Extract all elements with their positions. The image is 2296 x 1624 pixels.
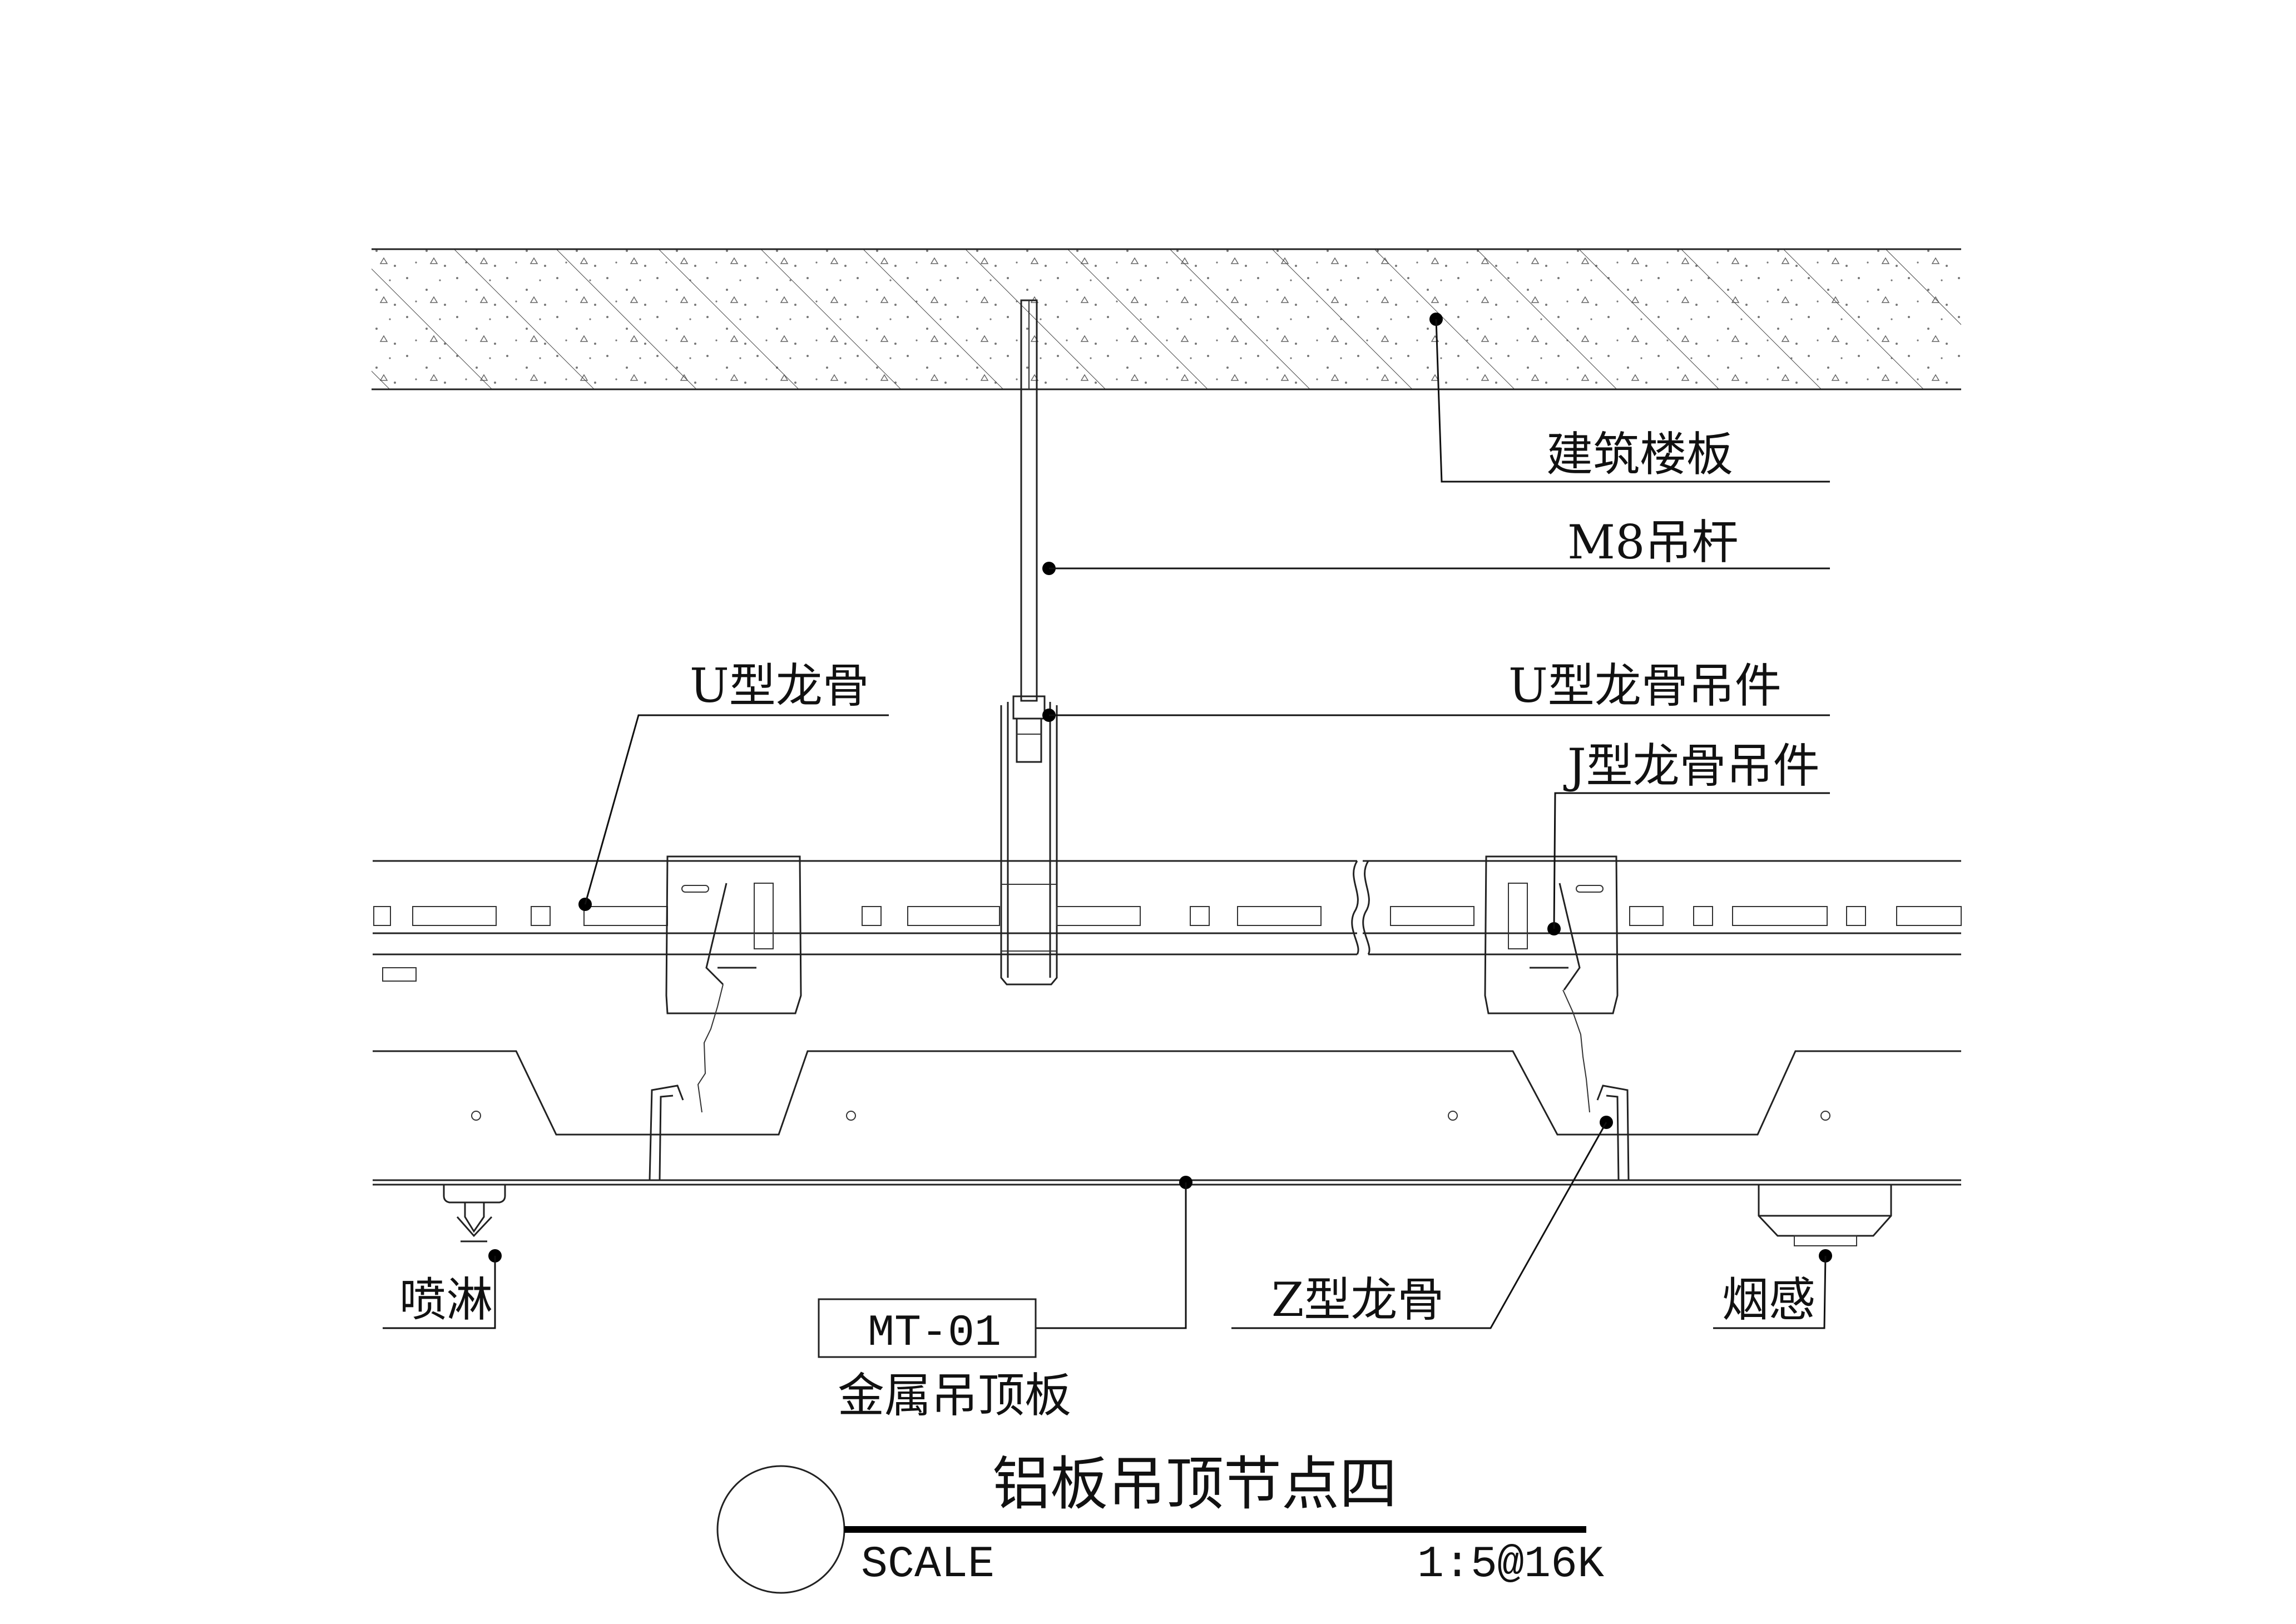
label-u-keel-hanger: U型龙骨吊件 — [1508, 658, 1782, 713]
leader-smoke-detector — [1713, 1249, 1832, 1329]
leader-u-keel-hanger — [1042, 709, 1830, 722]
label-floor-slab: 建筑楼板 — [1546, 427, 1733, 482]
u-keel-hanger — [1000, 702, 1058, 986]
leader-u-keel — [578, 714, 889, 911]
smoke-detector-icon — [1758, 1185, 1892, 1246]
sprinkler-icon — [443, 1185, 506, 1242]
label-sprinkler: 喷淋 — [399, 1273, 493, 1327]
label-j-keel-hanger: J型龙骨吊件 — [1563, 739, 1820, 793]
title-block: 铝板吊顶节点四 SCALE 1:5@16K — [716, 1450, 1604, 1594]
leader-hanger-rod — [1042, 562, 1830, 575]
scale-label: SCALE — [861, 1539, 994, 1590]
hanger-rod — [1012, 299, 1046, 763]
label-z-keel: Z型龙骨 — [1271, 1273, 1444, 1327]
label-material-code: MT-01 — [868, 1308, 1001, 1359]
label-hanger-rod: M8吊杆 — [1567, 515, 1738, 570]
leader-sprinkler — [383, 1249, 502, 1329]
leader-j-keel-hanger — [1547, 792, 1830, 935]
drawing-title: 铝板吊顶节点四 — [992, 1450, 1397, 1518]
label-smoke-detector: 烟感 — [1722, 1273, 1815, 1327]
scale-value: 1:5@16K — [1417, 1539, 1604, 1590]
material-tag: MT-01 — [818, 1298, 1037, 1359]
z-keel-profile — [373, 1050, 1961, 1181]
j-keel-hanger-left — [665, 855, 802, 1113]
u-keel — [373, 860, 1962, 982]
floor-slab — [372, 248, 1961, 390]
label-metal-ceiling-panel: 金属吊顶板 — [838, 1368, 1071, 1423]
j-keel-hanger-right — [1484, 855, 1619, 1113]
label-u-keel: U型龙骨 — [690, 658, 869, 713]
leader-floor-slab — [1429, 313, 1830, 483]
metal-ceiling-panel — [373, 1179, 1961, 1186]
leader-z-keel — [1231, 1116, 1613, 1329]
leader-metal-panel — [1036, 1176, 1192, 1329]
